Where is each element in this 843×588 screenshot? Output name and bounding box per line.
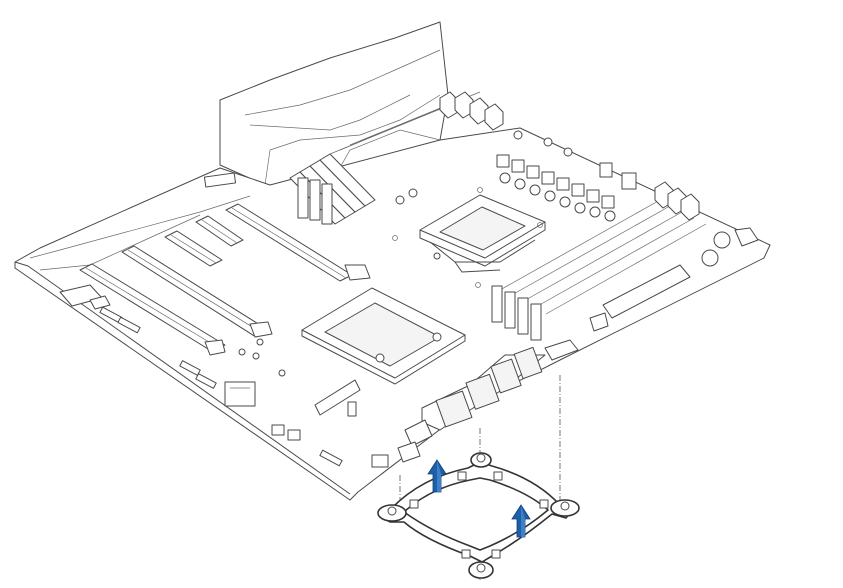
bottom-headers	[179, 338, 389, 468]
arrow-up-icon	[511, 504, 531, 538]
pcie-slot-1	[79, 263, 226, 356]
cpu-socket	[392, 187, 546, 288]
power-connectors	[589, 264, 691, 332]
rear-io-area	[59, 284, 141, 334]
dimm-slots-lower	[491, 181, 707, 341]
pcie-slot-4	[195, 215, 244, 247]
chipset-heatsink	[301, 287, 466, 385]
m2-heatsinks	[314, 339, 579, 463]
cooler-backplate-bracket	[377, 452, 580, 579]
pcie-slots	[79, 203, 371, 356]
vrm-components	[395, 130, 759, 267]
arrow-up-icon	[427, 459, 447, 493]
dimm-slots-upper	[289, 91, 504, 225]
pcie-slot-2	[121, 245, 273, 338]
pcie-slot-3	[164, 230, 223, 267]
pcie-slot-5	[225, 203, 371, 282]
